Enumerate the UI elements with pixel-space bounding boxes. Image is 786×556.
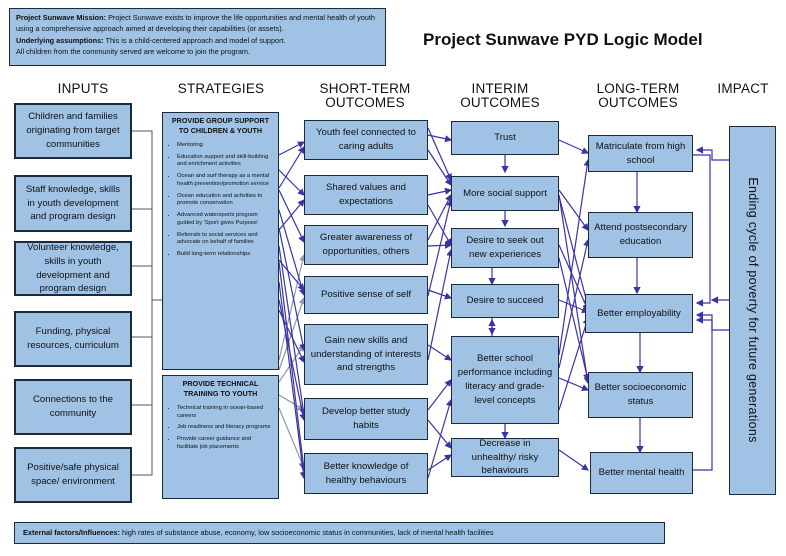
strategy-item: Ocean and surf therapy as a mental healt… bbox=[177, 173, 273, 188]
header-long-term: LONG-TERM OUTCOMES bbox=[574, 81, 702, 111]
strategy-item: Referrals to social services and advocat… bbox=[177, 232, 273, 247]
impact-text: Ending cycle of poverty for future gener… bbox=[746, 177, 760, 443]
long-term-mental-health: Better mental health bbox=[590, 452, 693, 494]
short-term-healthy-knowledge: Better knowledge of healthy behaviours bbox=[304, 453, 428, 494]
input-funding: Funding, physical resources, curriculum bbox=[14, 311, 132, 367]
long-term-employability: Better employability bbox=[585, 294, 693, 333]
strategy-group-support: PROVIDE GROUP SUPPORT TO CHILDREN & YOUT… bbox=[162, 112, 279, 370]
input-children-families: Children and families originating from t… bbox=[14, 103, 132, 159]
input-physical-space: Positive/safe physical space/ environmen… bbox=[14, 447, 132, 503]
strategy-group-support-list: Mentoring Education support and skill-bu… bbox=[168, 142, 273, 259]
long-internal-arrows bbox=[633, 172, 644, 454]
mission-box: Project Sunwave Mission: Project Sunwave… bbox=[9, 8, 386, 66]
interim-social-support: More social support bbox=[451, 176, 559, 211]
header-strategies: STRATEGIES bbox=[177, 81, 265, 96]
strategy-item: Job readiness and literacy programs bbox=[177, 424, 273, 432]
long-term-socioeconomic: Better socioeconomic status bbox=[588, 372, 693, 418]
header-short-term-line2: OUTCOMES bbox=[325, 95, 405, 111]
short-term-study-habits: Develop better study habits bbox=[304, 398, 428, 440]
assumptions-label: Underlying assumptions: bbox=[16, 35, 104, 45]
interim-trust: Trust bbox=[451, 121, 559, 155]
short-term-connected-adults: Youth feel connected to caring adults bbox=[304, 120, 428, 160]
long-term-matriculate: Matriculate from high school bbox=[588, 135, 693, 172]
input-volunteer-knowledge: Volunteer knowledge, skills in youth dev… bbox=[14, 241, 132, 296]
strategy-item: Advanced watersports program guided by '… bbox=[177, 212, 273, 227]
assumptions-text: This is a child-centered approach and mo… bbox=[105, 35, 286, 45]
impact-box bbox=[729, 126, 776, 495]
input-bracket bbox=[132, 130, 162, 476]
header-interim: INTERIM OUTCOMES bbox=[440, 81, 560, 111]
impact-arrows bbox=[693, 146, 729, 471]
short-term-new-skills: Gain new skills and understanding of int… bbox=[304, 324, 428, 385]
input-staff-knowledge: Staff knowledge, skills in youth develop… bbox=[14, 175, 132, 232]
interim-school-performance: Better school performance including lite… bbox=[451, 336, 559, 424]
short-to-interim-arrows bbox=[427, 127, 454, 479]
long-term-postsecondary: Attend postsecondary education bbox=[588, 212, 693, 258]
short-term-shared-values: Shared values and expectations bbox=[304, 175, 428, 215]
header-short-term-line1: SHORT-TERM bbox=[319, 81, 411, 96]
strategy-technical-training: PROVIDE TECHNICAL TRAINING TO YOUTH Tech… bbox=[162, 375, 279, 499]
header-short-term: SHORT-TERM OUTCOMES bbox=[300, 81, 430, 111]
header-long-term-line2: OUTCOMES bbox=[598, 95, 678, 111]
mission-text: Project Sunwave exists to improve the li… bbox=[16, 13, 375, 34]
strategy-item: Ocean education and activities to promot… bbox=[177, 193, 273, 208]
interim-internal-arrows bbox=[488, 155, 509, 440]
strategy-item: Education support and skill-building and… bbox=[177, 154, 273, 169]
mission-label: Project Sunwave Mission: bbox=[16, 13, 107, 22]
external-factors-label: External factors/Influences: bbox=[23, 528, 120, 537]
strategy-technical-training-list: Technical training in ocean-based career… bbox=[168, 405, 273, 452]
strategy-item: Mentoring bbox=[177, 142, 273, 150]
input-connections: Connections to the community bbox=[14, 379, 132, 435]
closing-text: All children from the community served a… bbox=[16, 46, 251, 56]
strategy-technical-training-heading: PROVIDE TECHNICAL TRAINING TO YOUTH bbox=[182, 379, 259, 399]
strategy-item: Technical training in ocean-based career… bbox=[177, 405, 273, 420]
strategy-item: Build long-term relationships bbox=[177, 251, 273, 259]
strategy-arrows bbox=[278, 141, 307, 480]
strategy-group-support-heading: PROVIDE GROUP SUPPORT TO CHILDREN & YOUT… bbox=[171, 116, 270, 136]
short-term-greater-awareness: Greater awareness of opportunities, othe… bbox=[304, 225, 428, 265]
header-long-term-line1: LONG-TERM bbox=[596, 81, 680, 96]
header-interim-line2: OUTCOMES bbox=[460, 95, 540, 111]
interim-seek-experiences: Desire to seek out new experiences bbox=[451, 228, 559, 268]
external-factors-box: External factors/Influences: high rates … bbox=[14, 522, 665, 544]
short-term-positive-self: Positive sense of self bbox=[304, 276, 428, 314]
interim-to-long-arrows bbox=[558, 139, 591, 471]
header-inputs: INPUTS bbox=[57, 81, 109, 96]
interim-desire-succeed: Desire to succeed bbox=[451, 284, 559, 318]
external-factors-text: high rates of substance abuse, economy, … bbox=[122, 528, 494, 537]
header-impact: IMPACT bbox=[717, 81, 769, 96]
interim-risky-behaviours: Decrease in unhealthy/ risky behaviours bbox=[451, 438, 559, 477]
strategy-item: Provide career guidance and facilitate j… bbox=[177, 436, 273, 451]
page-title: Project Sunwave PYD Logic Model bbox=[423, 30, 703, 49]
header-interim-line1: INTERIM bbox=[471, 81, 529, 96]
